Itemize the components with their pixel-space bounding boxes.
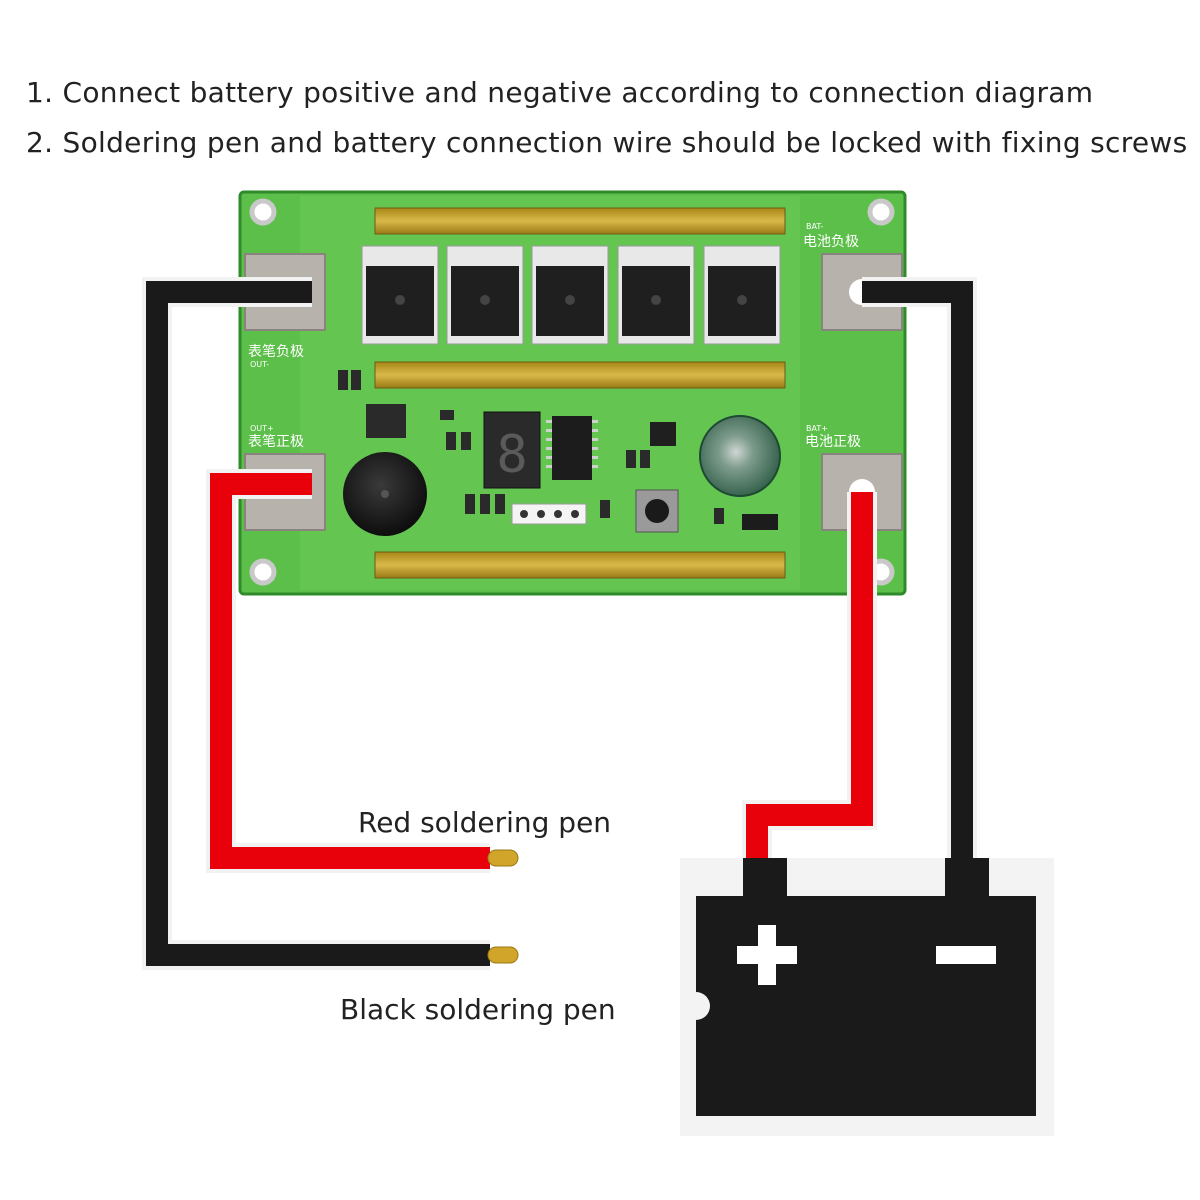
mosfet-row — [361, 245, 781, 345]
minus-sign-icon — [936, 946, 996, 964]
red-wire-battery — [746, 492, 873, 872]
push-button — [635, 489, 679, 533]
voltage-regulator — [650, 422, 676, 446]
plus-sign-icon — [737, 925, 797, 985]
pin-header — [511, 503, 587, 525]
buzzer-port — [381, 490, 389, 498]
battery-notch — [682, 992, 710, 1020]
pcb-board: 表笔负极 OUT- OUT+ 表笔正极 BAT- 电池负极 BAT+ 电池正极 … — [238, 190, 907, 596]
instruction-step-1: 1. Connect battery positive and negative… — [26, 76, 1094, 109]
diode — [742, 514, 778, 530]
black-pen-tip — [487, 946, 519, 964]
silk-bat-pos-en: BAT+ — [806, 424, 828, 433]
silk-bat-pos-cn: 电池正极 — [805, 434, 861, 450]
red-pen-label: Red soldering pen — [358, 806, 612, 839]
mosfet-transistor — [703, 245, 781, 345]
instruction-step-2: 2. Soldering pen and battery connection … — [26, 126, 1188, 159]
seven-segment-display: 8 — [483, 411, 541, 489]
mosfet-transistor — [531, 245, 609, 345]
mosfet-transistor — [361, 245, 439, 345]
smd-components — [338, 370, 724, 524]
red-pen-tip — [487, 849, 519, 867]
battery-terminal-positive — [743, 858, 787, 898]
black-wire-pen — [146, 281, 490, 966]
gold-bus-strip — [374, 361, 786, 389]
inductor — [366, 404, 406, 438]
silk-out-pos-en: OUT+ — [250, 424, 274, 433]
black-pen-label: Black soldering pen — [340, 993, 616, 1026]
gold-bus-strip — [374, 551, 786, 579]
battery-icon — [682, 858, 1036, 1116]
silk-bat-neg-cn: 电池负极 — [803, 234, 859, 250]
silk-bat-neg-en: BAT- — [806, 222, 823, 231]
mosfet-transistor — [446, 245, 524, 345]
gold-bus-strip — [374, 207, 786, 235]
battery-terminal-negative — [945, 858, 989, 898]
battery-body — [696, 896, 1036, 1116]
electrolytic-capacitor — [699, 415, 781, 497]
red-wire-pen — [210, 473, 490, 869]
black-wire-battery — [862, 281, 973, 872]
silk-out-pos-cn: 表笔正极 — [248, 434, 304, 450]
mounting-hole — [249, 558, 277, 586]
mounting-hole — [867, 198, 895, 226]
mounting-hole — [249, 198, 277, 226]
ic-chip — [546, 416, 598, 480]
display-digit: 8 — [496, 425, 527, 485]
mosfet-transistor — [617, 245, 695, 345]
silk-out-neg-cn: 表笔负极 — [248, 344, 304, 360]
silk-out-neg-en: OUT- — [250, 360, 269, 369]
